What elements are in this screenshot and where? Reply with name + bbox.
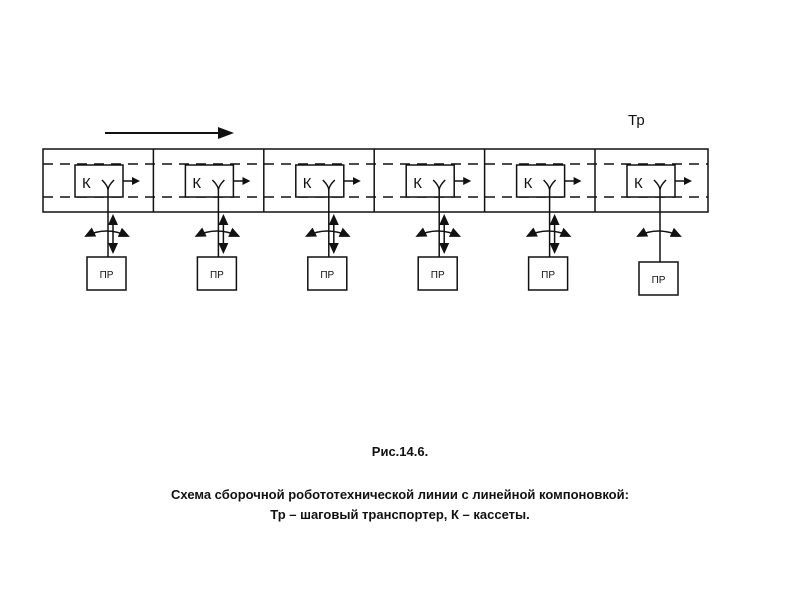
rotation-arrow-icon (84, 227, 130, 237)
robot-label: ПР (210, 270, 224, 281)
rotation-arrow-icon (415, 227, 462, 237)
station: К ПР (74, 164, 140, 291)
cassette-box (184, 164, 235, 198)
cassette-label: К (413, 175, 422, 192)
robot-box (196, 256, 238, 291)
robot-label: ПР (320, 270, 334, 281)
station: К ПР (263, 149, 361, 291)
cassette-box (626, 164, 676, 198)
robot-label: ПР (652, 275, 666, 286)
robot-box (638, 261, 679, 296)
robot-box (307, 256, 348, 291)
station: К ПР (594, 149, 692, 296)
station: К ПР (483, 149, 582, 291)
cassette-label: К (524, 175, 533, 192)
robot-box (417, 256, 458, 291)
cassette-label: К (634, 175, 643, 192)
robot-label: ПР (431, 270, 445, 281)
robot-label: ПР (100, 270, 114, 281)
rotation-arrow-icon (525, 227, 572, 237)
cassette-label: К (192, 175, 201, 192)
station: К ПР (152, 149, 251, 291)
rotation-arrow-icon (305, 227, 351, 237)
cassette-box (405, 164, 455, 198)
conveyor-label: Тр (628, 112, 645, 129)
station: К ПР (373, 149, 472, 291)
robot-box (527, 256, 569, 291)
figure-number: Рис.14.6. (371, 444, 429, 459)
cassette-box (295, 164, 345, 198)
cassette-label: К (82, 175, 91, 192)
robot-box (86, 256, 127, 291)
direction-arrow (105, 127, 234, 139)
conveyor-frame (42, 148, 709, 213)
caption-line-2: Тр – шаговый транспортер, К – кассеты. (270, 507, 530, 522)
rotation-arrow-icon (636, 227, 682, 237)
cassette-label: К (303, 175, 312, 192)
robot-label: ПР (541, 270, 555, 281)
caption-line-1: Схема сборочной робототехнической линии … (171, 487, 629, 502)
rotation-arrow-icon (194, 227, 241, 237)
